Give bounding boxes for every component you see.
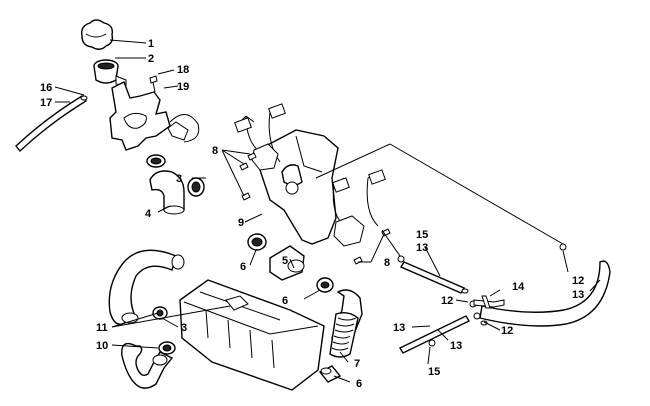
callout-17: 17	[40, 97, 52, 109]
callout-10: 10	[96, 340, 108, 352]
thermostat-housing-5	[269, 245, 305, 281]
callout-13-bottom: 13	[450, 340, 462, 352]
corrugated-hose-7	[329, 289, 363, 358]
callout-14: 14	[512, 281, 525, 293]
hose-13-upper	[399, 261, 466, 294]
filler-neck	[93, 59, 127, 87]
upper-clamp	[146, 154, 166, 168]
callout-18: 18	[177, 64, 189, 76]
callout-19: 19	[177, 81, 189, 93]
cylinder-head	[259, 129, 339, 245]
bracket	[109, 81, 200, 151]
screw-18	[149, 75, 158, 93]
clamp-6-middle	[316, 277, 334, 293]
callout-12-left: 12	[441, 295, 453, 307]
callout-12-top: 12	[572, 275, 584, 287]
callout-8-left: 8	[212, 145, 218, 157]
callout-2: 2	[148, 53, 154, 65]
callout-13-left: 13	[393, 322, 405, 334]
callout-11: 11	[96, 322, 108, 334]
callout-15-bottom: 15	[428, 366, 440, 378]
callout-3-upper: 3	[176, 173, 182, 185]
callout-6-lower: 6	[356, 378, 362, 390]
callout-labels: 1 2 3 3 4 5 6 6 6 7 8 8 9 10 11 12 12 12…	[40, 38, 584, 390]
callout-5: 5	[282, 255, 288, 267]
callout-4: 4	[145, 208, 152, 220]
callout-7: 7	[354, 358, 360, 370]
hose-13-lower	[399, 315, 470, 354]
spark-plug-wires	[234, 103, 386, 247]
callout-16: 16	[40, 82, 52, 94]
hose-11	[108, 249, 185, 325]
clamp-6-upper	[247, 233, 267, 251]
callout-12-right: 12	[501, 325, 513, 337]
callout-13-right: 13	[572, 289, 584, 301]
cap	[80, 19, 114, 50]
callout-15-top: 15	[416, 229, 428, 241]
fitting-6	[318, 365, 342, 383]
callout-6-upper: 6	[240, 261, 246, 273]
callout-13-top: 13	[416, 242, 428, 254]
fittings	[397, 243, 567, 347]
callout-8-right: 8	[384, 257, 390, 269]
callout-9: 9	[238, 217, 244, 229]
leader-lines	[54, 39, 601, 383]
callout-1: 1	[148, 38, 154, 50]
clamp-3	[187, 177, 205, 197]
hose-13-long	[479, 260, 611, 327]
callout-6-middle: 6	[282, 295, 288, 307]
crankcase-block	[179, 279, 325, 391]
hose-4	[149, 170, 185, 215]
callout-3-lower: 3	[181, 322, 187, 334]
vent-hose	[15, 95, 88, 153]
lower-clamps-3	[152, 306, 176, 355]
